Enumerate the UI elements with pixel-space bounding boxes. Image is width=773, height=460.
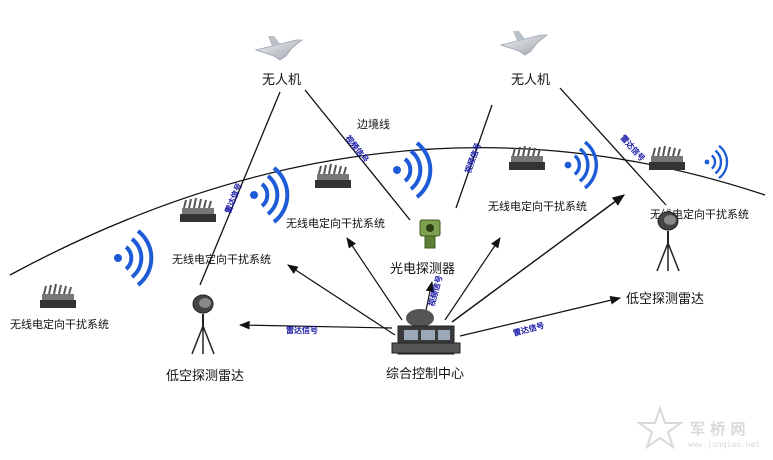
wifi-icon-2 (248, 166, 290, 224)
uav-line-right-to-radar (559, 87, 667, 206)
uav-left-icon (255, 35, 303, 61)
watermark-url: www.junqiao.net (688, 440, 760, 449)
wifi-icon-1 (112, 229, 154, 287)
jammer-label-right: 无线电定向干扰系统 (488, 199, 587, 213)
jammer-icon-far-left (39, 283, 77, 309)
control-center-label: 综合控制中心 (386, 367, 464, 382)
jammer-icon-left (179, 197, 217, 223)
radar-signal-label-left: 雷达信号 (286, 325, 318, 335)
jammer-label-left: 无线电定向干扰系统 (172, 252, 271, 266)
arrow-to-left-radar (238, 320, 393, 330)
watermark-star-icon (635, 404, 685, 450)
control-center-icon (391, 309, 461, 355)
arrow-to-mid-jammer (346, 237, 403, 321)
jammer-icon-mid (314, 163, 352, 189)
radar-signal-label-left-uav: 雷达信号 (223, 181, 244, 214)
uav-right-label: 无人机 (511, 73, 550, 88)
arrow-to-eo-detector (424, 280, 435, 316)
wifi-icon-5 (703, 144, 729, 180)
jammer-icon-right (508, 145, 546, 171)
video-signal-label-left-uav: 视频信号 (343, 133, 371, 164)
uav-line-left-to-radar (199, 91, 281, 286)
watermark: 军 桥 网 www.junqiao.net (635, 404, 760, 450)
uav-line-left-to-eo (304, 89, 411, 221)
jammer-icon-far-right (648, 145, 686, 171)
radar-left-icon (191, 294, 215, 355)
arrow-to-right-jammer (444, 237, 501, 321)
radar-left-label: 低空探测雷达 (166, 369, 244, 384)
jammer-label-far-left: 无线电定向干扰系统 (10, 317, 109, 331)
uav-line-right-to-eo (455, 104, 493, 209)
radar-right-icon (656, 211, 680, 272)
uav-left-label: 无人机 (262, 73, 301, 88)
arrow-to-right-radar (459, 296, 622, 337)
uav-right-icon (500, 30, 548, 56)
eo-detector-icon (419, 219, 441, 249)
watermark-brand: 军 桥 网 (690, 420, 745, 438)
arrow-to-left-jammer (287, 264, 396, 336)
jammer-label-mid: 无线电定向干扰系统 (286, 216, 385, 230)
eo-detector-label: 光电探测器 (390, 262, 455, 277)
radar-signal-label-right-uav: 雷达信号 (619, 133, 648, 163)
arrow-to-far-jammer (451, 194, 626, 323)
radar-right-label: 低空探测雷达 (626, 292, 704, 307)
border-line-label: 边境线 (357, 117, 390, 131)
video-signal-label-center: 视频信号 (426, 274, 444, 307)
video-signal-label-right-uav: 视频信号 (462, 141, 482, 174)
wifi-icon-4 (562, 140, 599, 190)
